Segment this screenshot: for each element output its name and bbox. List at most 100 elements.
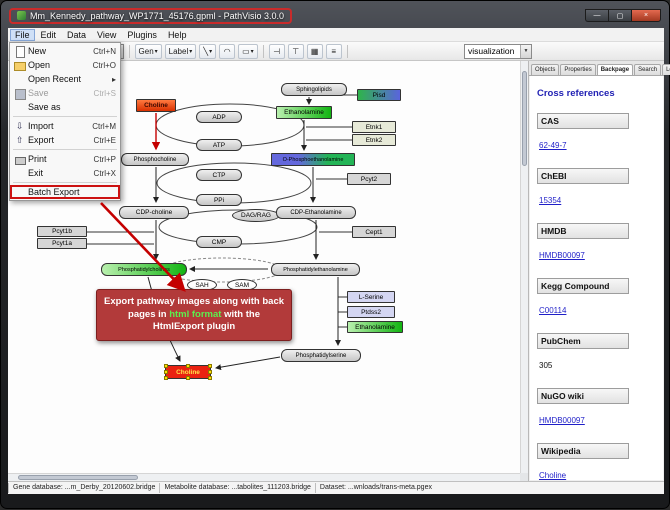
statusbar-dataset: Dataset: ...wnloads/trans-meta.pgex — [315, 483, 436, 493]
menubar-item-help[interactable]: Help — [163, 29, 192, 41]
crossref-link[interactable]: HMDB00097 — [539, 416, 585, 425]
toolbar-separator — [347, 45, 348, 58]
crossref-header: Kegg Compound — [537, 278, 629, 294]
label-button[interactable]: Label▾ — [165, 44, 197, 59]
visualization-select-value: visualization — [465, 46, 514, 56]
shape-button[interactable]: ▭▾ — [238, 44, 258, 59]
minimize-button[interactable]: — — [585, 9, 608, 22]
tab-properties[interactable]: Properties — [560, 64, 595, 75]
menu-item-label: Print — [28, 154, 91, 164]
crossref-link[interactable]: 62-49-7 — [539, 141, 567, 150]
node-l-serine[interactable]: L-Serine — [347, 291, 395, 303]
toolbar-separator — [263, 45, 264, 58]
scrollbar-thumb[interactable] — [522, 71, 527, 166]
crossref-link[interactable]: HMDB00097 — [539, 251, 585, 260]
node-choline[interactable]: Choline — [165, 365, 211, 379]
tab-search[interactable]: Search — [634, 64, 661, 75]
node-sphingolipids[interactable]: Sphingolipids — [281, 83, 347, 96]
node-phosphatidylcholines[interactable]: Phosphatidylcholines — [101, 263, 187, 276]
close-button[interactable]: × — [631, 9, 661, 22]
menu-item-open-recent[interactable]: Open Recent▸ — [10, 72, 120, 86]
node-dag-rag[interactable]: DAG/RAG — [232, 209, 280, 222]
crossref-link[interactable]: 15354 — [539, 196, 561, 205]
node-phosphatidylethanolamine[interactable]: Phosphatidylethanolamine — [271, 263, 360, 276]
node-cdp-choline[interactable]: CDP-choline — [119, 206, 189, 219]
stack-button[interactable]: ≡ — [326, 44, 342, 59]
crossref-link[interactable]: Choline — [539, 471, 566, 480]
node-ptdss2[interactable]: Ptdss2 — [347, 306, 395, 318]
tab-backpage[interactable]: Backpage — [597, 64, 633, 75]
node-etnk1[interactable]: Etnk1 — [352, 121, 396, 133]
crossref-link[interactable]: C00114 — [539, 306, 566, 315]
align-vertical-button[interactable]: ⊤ — [288, 44, 304, 59]
label-button-glyph: Label — [169, 47, 189, 56]
datanode-button[interactable]: Gen▾ — [135, 44, 162, 59]
selection-handle[interactable] — [208, 364, 212, 368]
menubar-item-view[interactable]: View — [92, 29, 121, 41]
pathvisio-app-icon — [17, 11, 26, 20]
node-etnk2[interactable]: Etnk2 — [352, 134, 396, 146]
scrollbar-thumb[interactable] — [18, 475, 138, 480]
node-pcyt1a[interactable]: Pcyt1a — [37, 238, 87, 249]
node-atp[interactable]: ATP — [196, 139, 242, 151]
arc-button-glyph: ◠ — [224, 47, 231, 56]
common-size-button[interactable]: ▦ — [307, 44, 323, 59]
menubar-item-edit[interactable]: Edit — [36, 29, 62, 41]
menubar-item-data[interactable]: Data — [62, 29, 91, 41]
node-pisd[interactable]: Pisd — [357, 89, 401, 101]
node-cdp-ethanolamine[interactable]: CDP-Ethanolamine — [276, 206, 356, 219]
node-phosphatidylserine[interactable]: Phosphatidylserine — [281, 349, 361, 362]
selection-handle[interactable] — [164, 364, 168, 368]
toolbar-separator — [129, 45, 130, 58]
menubar-item-plugins[interactable]: Plugins — [122, 29, 162, 41]
tab-objects[interactable]: Objects — [531, 64, 559, 75]
selection-handle[interactable] — [164, 376, 168, 380]
line-button[interactable]: ╲▾ — [199, 44, 216, 59]
node-cept1[interactable]: Cept1 — [352, 226, 396, 238]
node-pcyt2[interactable]: Pcyt2 — [347, 173, 391, 185]
node-ethanolamine[interactable]: Ethanolamine — [276, 106, 332, 119]
menubar-item-file[interactable]: File — [10, 29, 35, 41]
vertical-scrollbar[interactable] — [520, 61, 528, 473]
node-label: ATP — [213, 142, 225, 149]
page-icon — [14, 46, 25, 57]
node-ppi[interactable]: PPi — [196, 194, 242, 206]
node-label: Phosphocholine — [134, 157, 177, 163]
menu-shortcut: Ctrl+E — [94, 136, 116, 145]
menu-item-batch-export[interactable]: Batch Export — [10, 185, 120, 199]
node-ethanolamine[interactable]: Ethanolamine — [347, 321, 403, 333]
node-o-phosphoethanolamine[interactable]: O-Phosphoethanolamine — [271, 153, 355, 166]
node-choline[interactable]: Choline — [136, 99, 176, 112]
selection-handle[interactable] — [186, 376, 190, 380]
menu-shortcut: Ctrl+M — [92, 122, 116, 131]
align-horizontal-button[interactable]: ⊣ — [269, 44, 285, 59]
horizontal-scrollbar[interactable] — [8, 473, 520, 481]
menu-item-save-as[interactable]: Save as — [10, 100, 120, 114]
node-label: PPi — [214, 197, 224, 204]
selection-handle[interactable] — [208, 376, 212, 380]
menu-item-label: Open — [28, 60, 90, 70]
node-adp[interactable]: ADP — [196, 111, 242, 123]
node-pcyt1b[interactable]: Pcyt1b — [37, 226, 87, 237]
node-phosphocholine[interactable]: Phosphocholine — [121, 153, 189, 166]
node-cmp[interactable]: CMP — [196, 236, 242, 248]
selection-handle[interactable] — [186, 364, 190, 368]
maximize-button[interactable]: ▢ — [608, 9, 631, 22]
selection-handle[interactable] — [164, 370, 168, 374]
menu-separator — [13, 182, 117, 183]
chevron-down-icon[interactable]: ▼ — [520, 45, 531, 58]
selection-handle[interactable] — [208, 370, 212, 374]
node-ctp[interactable]: CTP — [196, 169, 242, 181]
tab-legend[interactable]: Legend — [662, 64, 670, 75]
visualization-select[interactable]: visualization ▼ — [464, 44, 532, 59]
arc-button[interactable]: ◠ — [219, 44, 235, 59]
